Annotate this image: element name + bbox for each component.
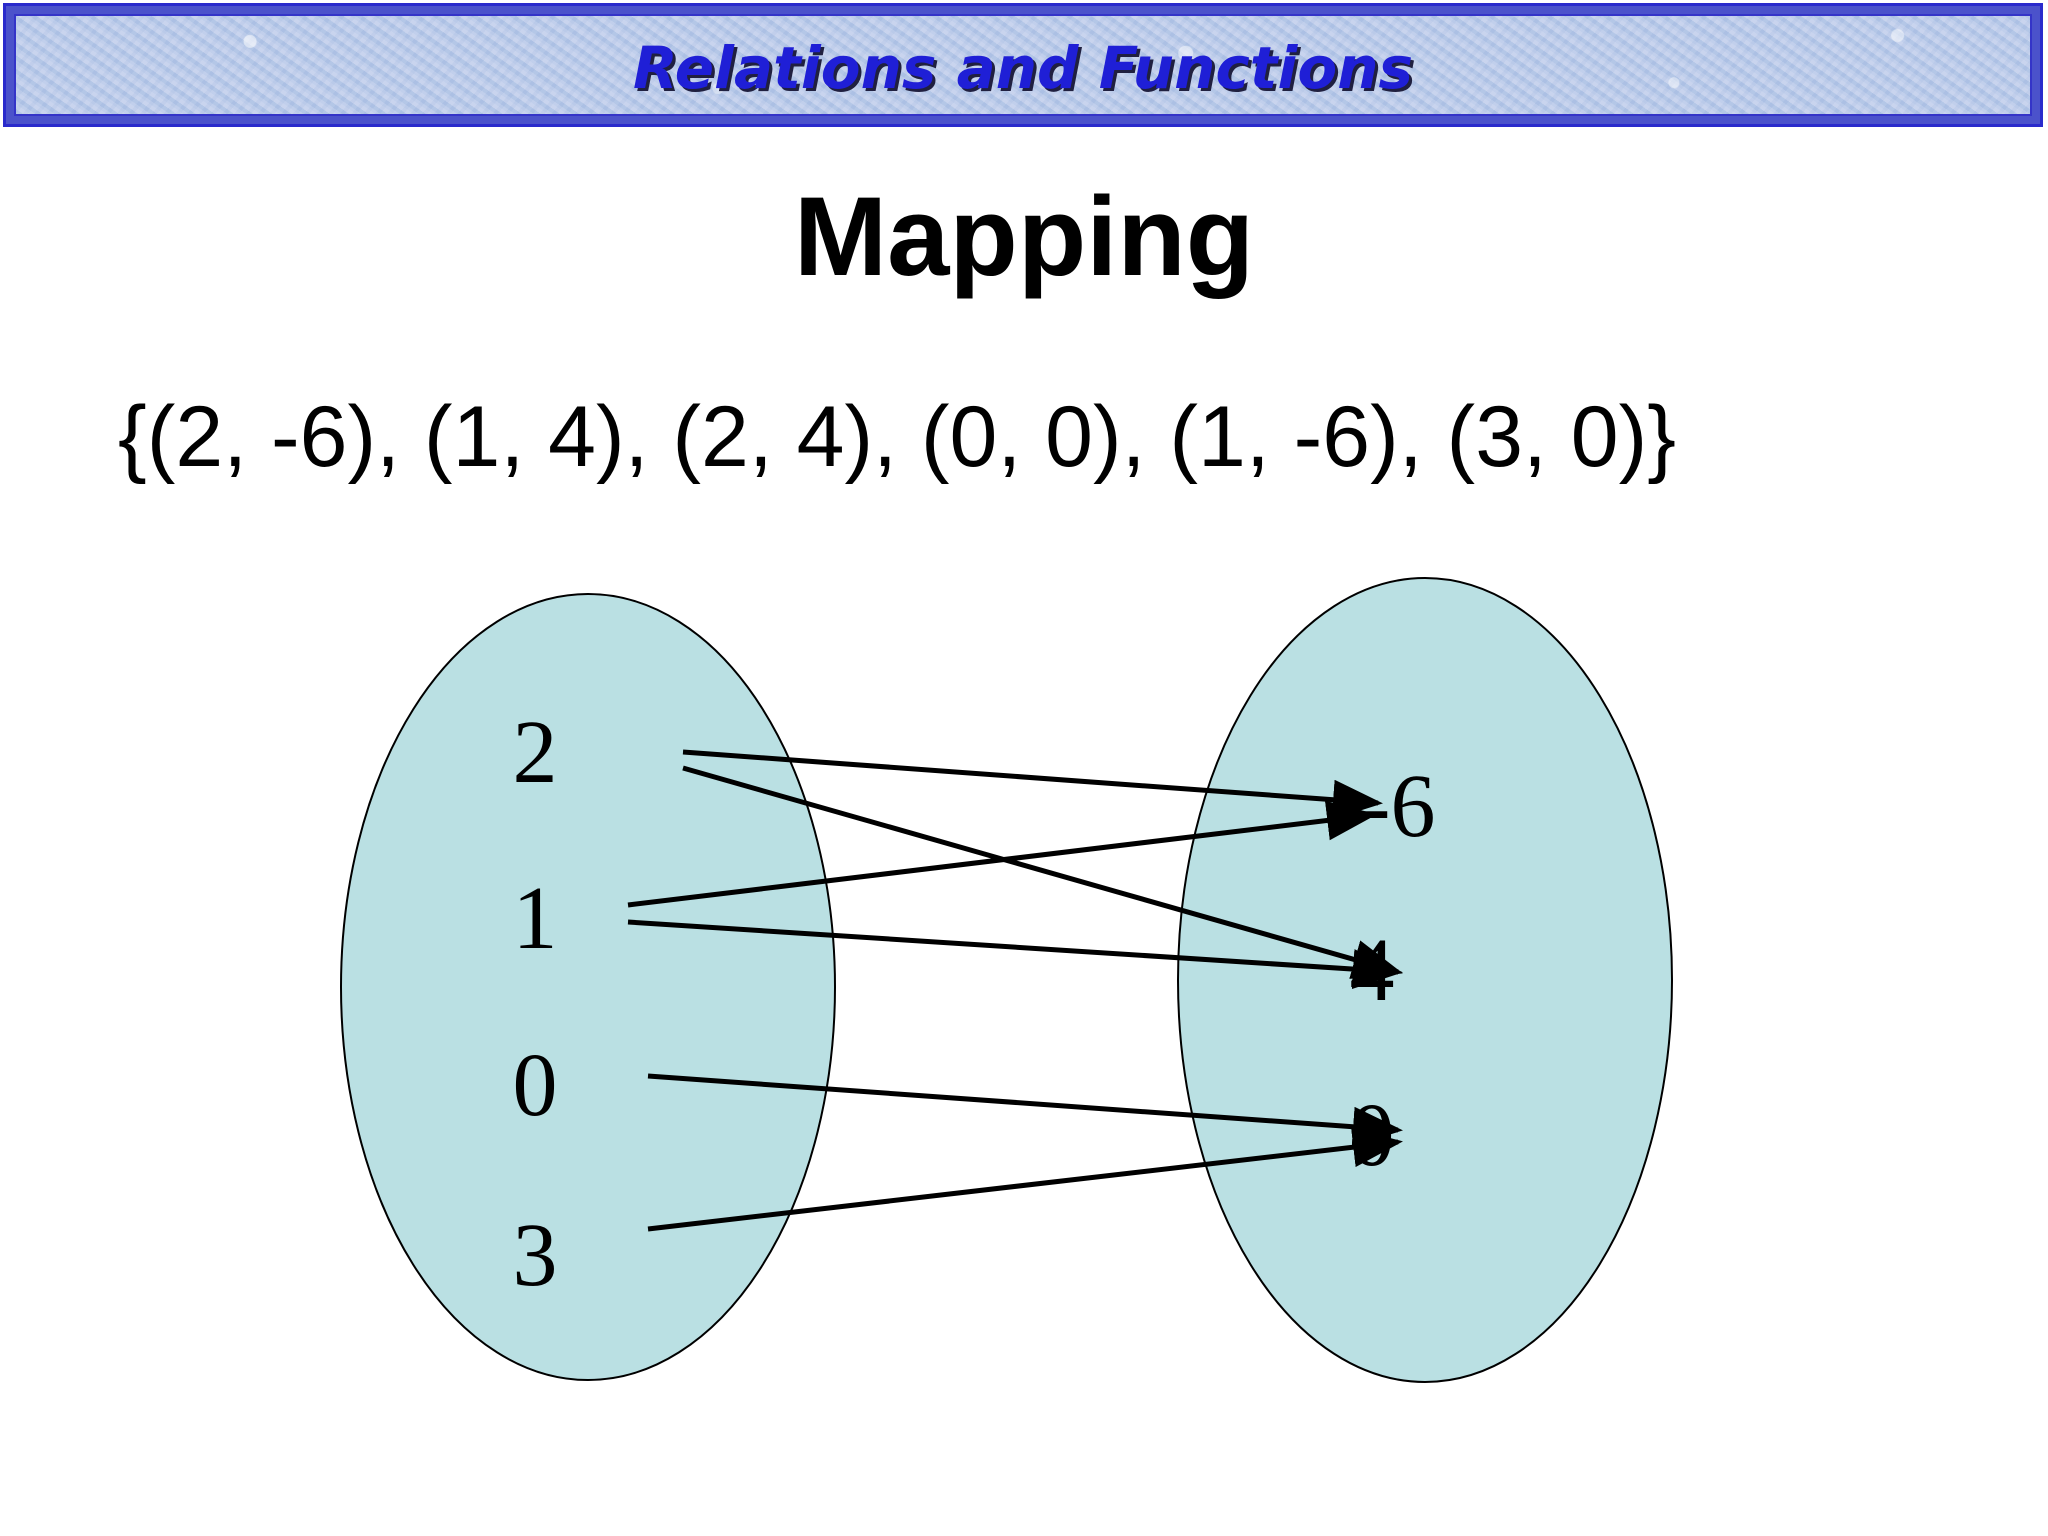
domain-value: 2 bbox=[513, 703, 558, 802]
mapping-arrow bbox=[647, 1073, 1403, 1147]
mapping-arrow bbox=[682, 765, 1403, 979]
range-value: 0 bbox=[1350, 1086, 1395, 1185]
domain-value: 3 bbox=[513, 1206, 558, 1305]
domain-value: 0 bbox=[513, 1036, 558, 1135]
range-value: -6 bbox=[1361, 757, 1436, 856]
banner-title: Relations and Functions bbox=[632, 34, 1414, 102]
mapping-arrow bbox=[627, 800, 1377, 908]
range-oval bbox=[1177, 577, 1673, 1383]
mapping-arrow bbox=[627, 919, 1403, 990]
mapping-arrow bbox=[682, 749, 1383, 820]
mapping-arrow bbox=[647, 1127, 1403, 1232]
slide-heading: Mapping bbox=[793, 174, 1255, 299]
domain-oval bbox=[340, 593, 836, 1381]
relation-set: {(2, -6), (1, 4), (2, 4), (0, 0), (1, -6… bbox=[118, 389, 1676, 485]
domain-value: 1 bbox=[513, 869, 558, 968]
title-banner: Relations and Functions bbox=[3, 3, 2043, 127]
